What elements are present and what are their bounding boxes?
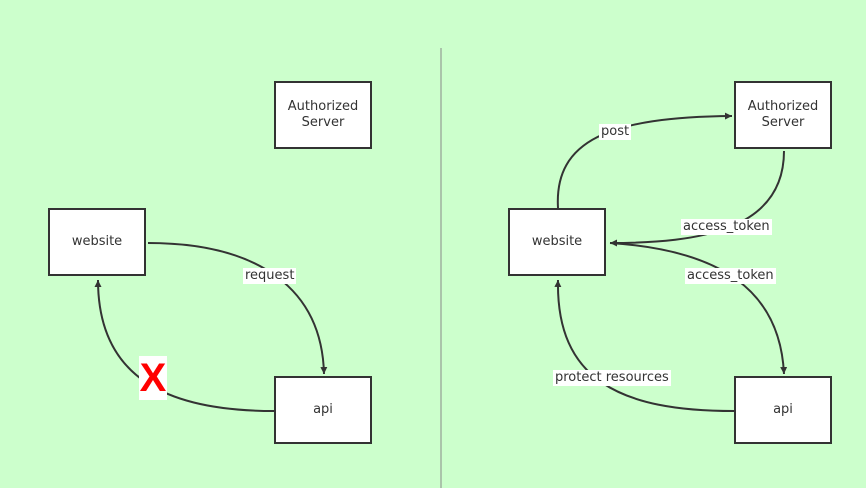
edge-label-protect-resources: protect resources xyxy=(553,370,671,386)
edge-label-request: request xyxy=(243,268,297,284)
api-node-left: api xyxy=(274,376,372,444)
edge-protect-resources-arrow xyxy=(554,279,735,412)
website-node-left: website xyxy=(48,208,146,276)
edge-label-access-token-1: access_token xyxy=(681,219,772,235)
edge-access-token-to-api-arrow xyxy=(609,242,788,375)
authorized-server-node-left: Authorized Server xyxy=(274,81,372,149)
api-node-right: api xyxy=(734,376,832,444)
blocked-x-icon: X xyxy=(139,356,167,400)
edge-label-access-token-2: access_token xyxy=(685,268,776,284)
authorized-server-node-right: Authorized Server xyxy=(734,81,832,149)
edge-request-arrow xyxy=(147,242,328,375)
edge-post-arrow xyxy=(556,112,733,209)
edge-label-post: post xyxy=(599,124,632,140)
website-node-right: website xyxy=(508,208,606,276)
edge-blocked-response-arrow xyxy=(94,279,275,412)
